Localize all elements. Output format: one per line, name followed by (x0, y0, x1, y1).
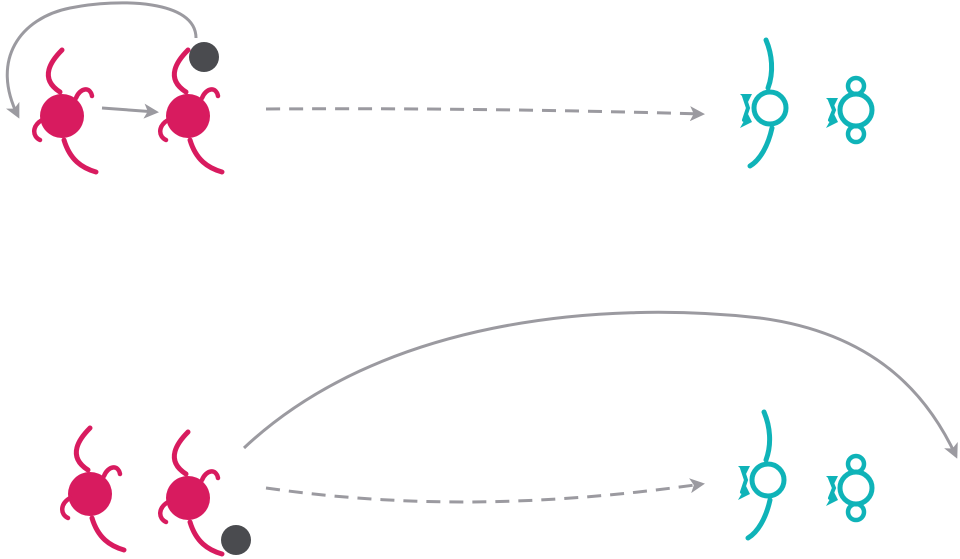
dashed-arrow (265, 478, 705, 504)
dashed-arrow (265, 106, 705, 122)
short-arrow (101, 103, 159, 119)
magenta-figure-icon (62, 428, 124, 550)
long-arc-arrow (242, 310, 958, 459)
top-row (5, 1, 872, 172)
magenta-figure-icon (34, 50, 96, 172)
teal-closed-figure-icon (826, 456, 872, 520)
teal-open-figure-icon (738, 412, 784, 538)
magenta-figure-icon (160, 432, 222, 554)
dark-dot-icon (189, 42, 219, 72)
bottom-row (62, 310, 958, 555)
dark-dot-icon (221, 525, 251, 555)
loop-back-arrow (5, 1, 198, 119)
teal-closed-figure-icon (826, 78, 872, 142)
teal-open-figure-icon (740, 40, 786, 166)
